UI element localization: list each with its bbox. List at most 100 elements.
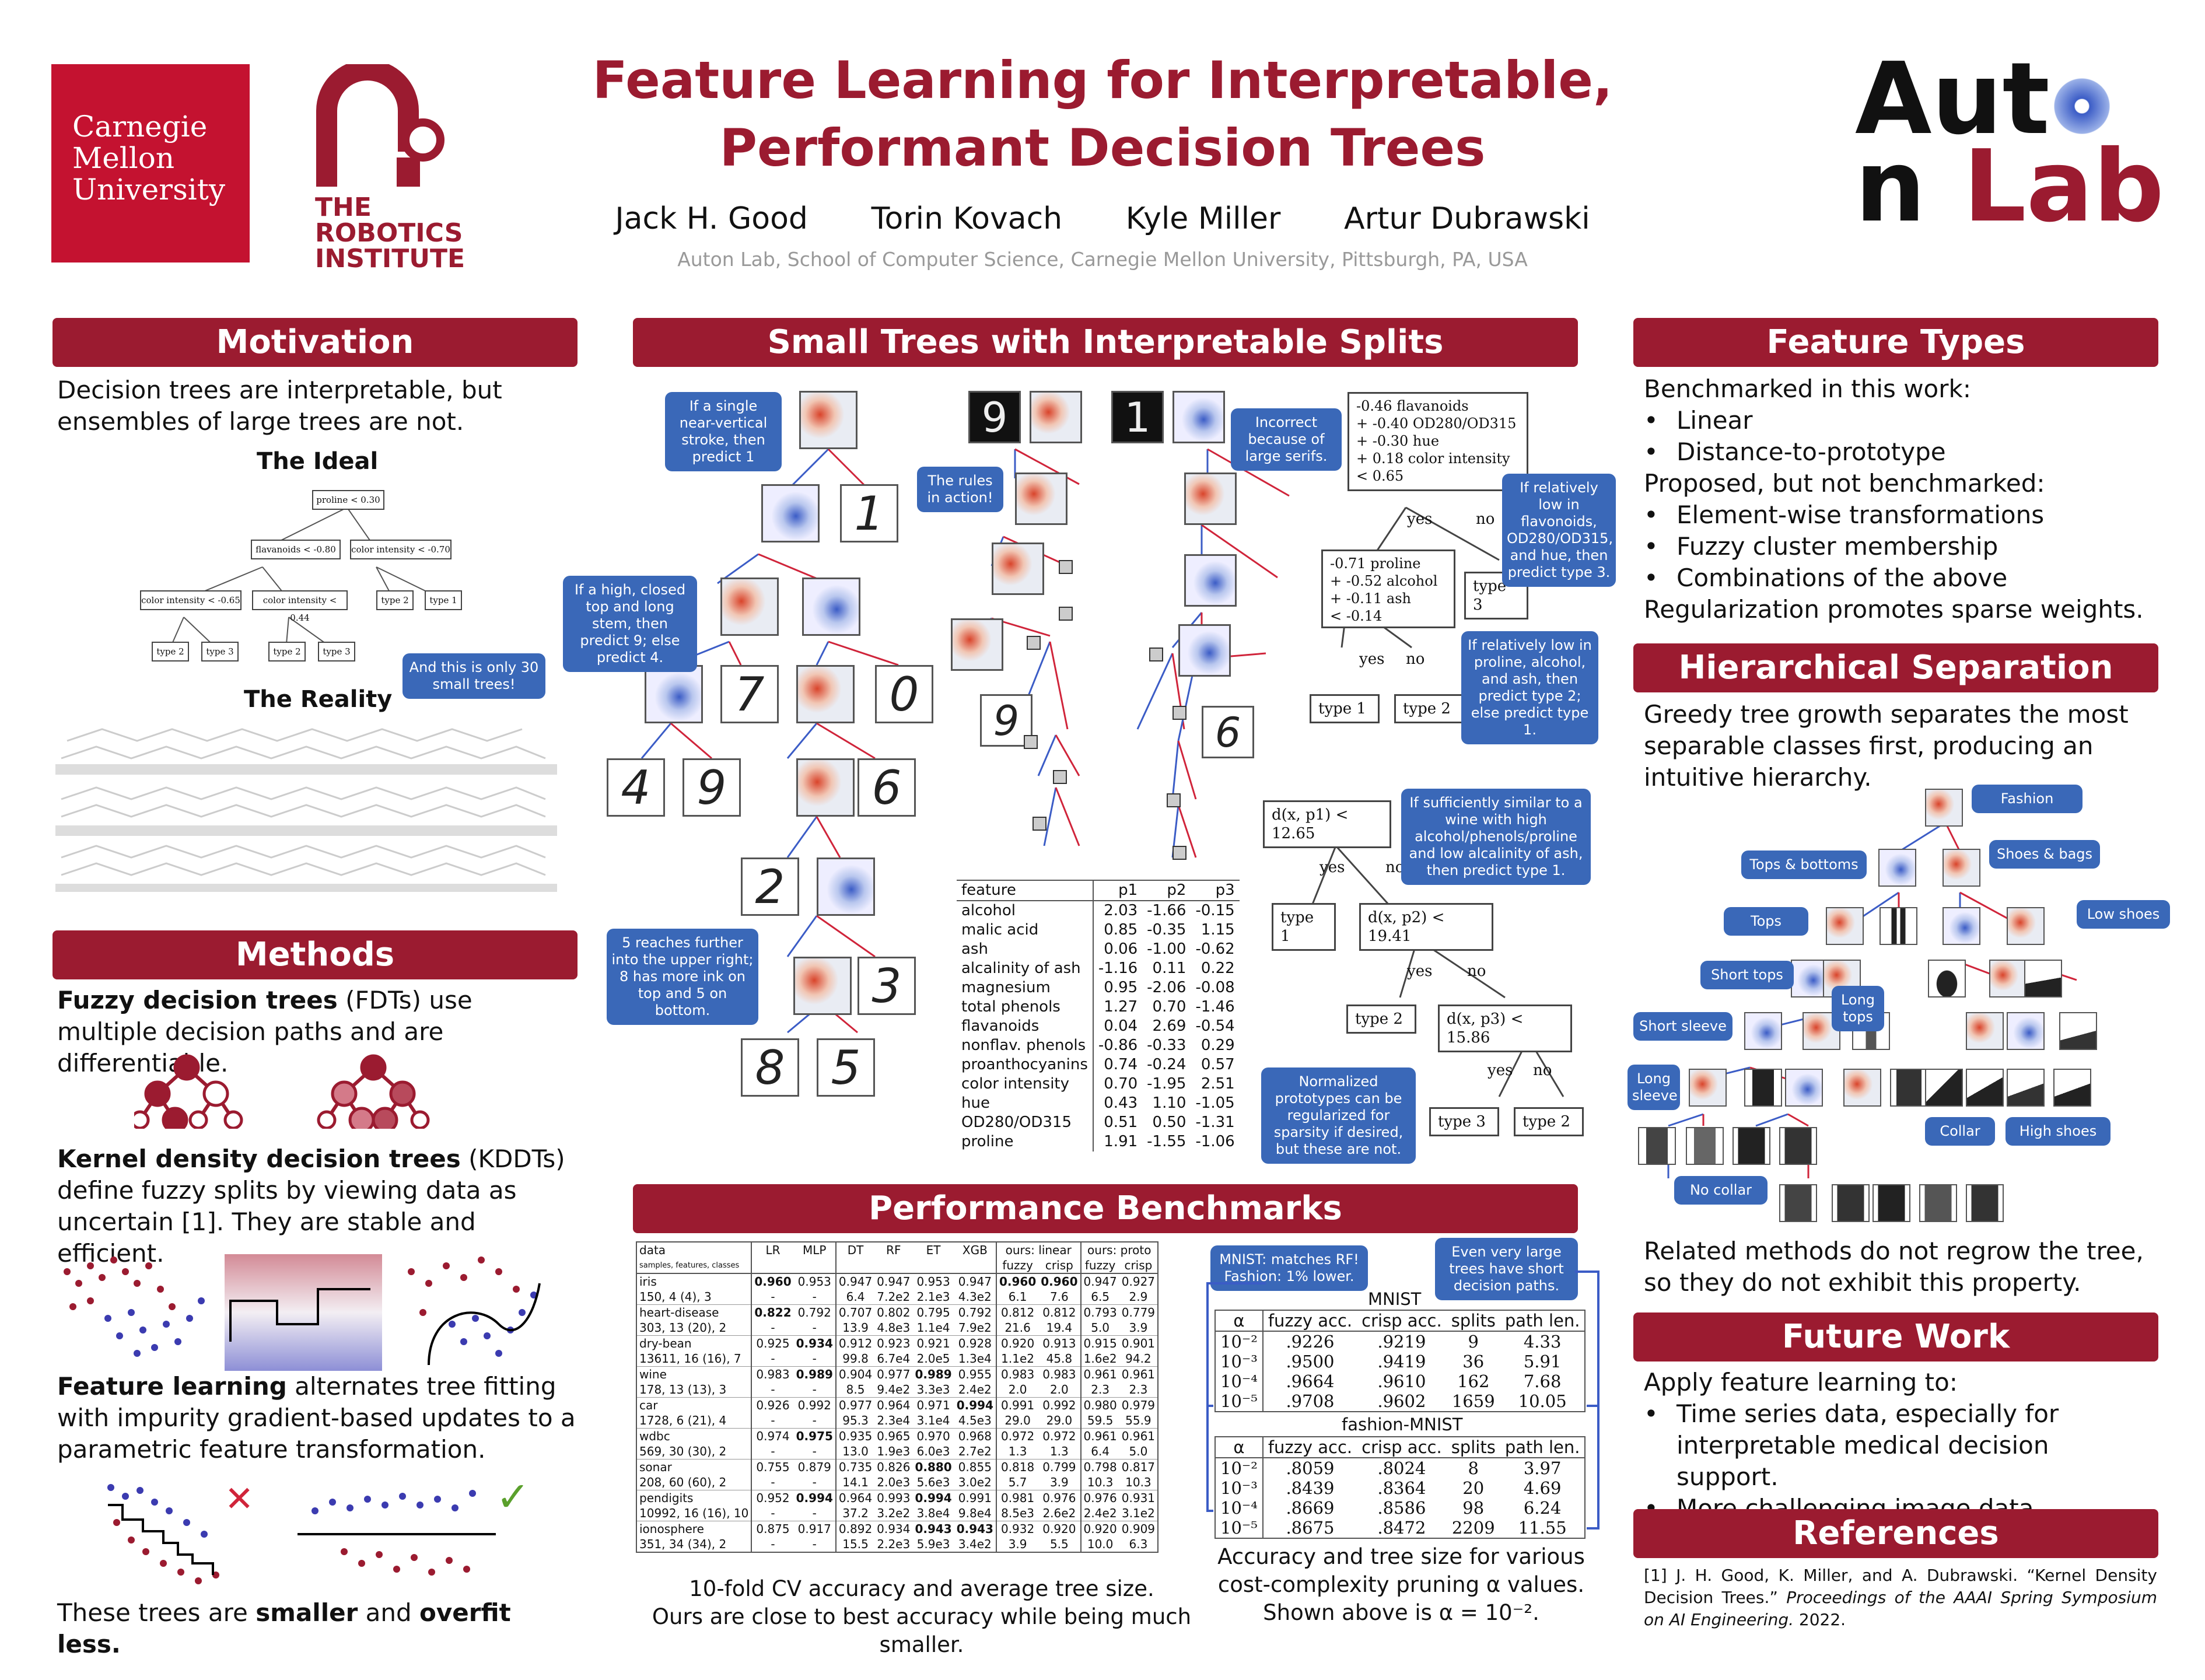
feat-col-header: feature bbox=[961, 881, 1016, 899]
feat-cell: -2.06 bbox=[1147, 979, 1186, 996]
bench-cell: - bbox=[812, 1352, 817, 1366]
bench-cell: 6.0e3 bbox=[916, 1444, 950, 1458]
feat-cell: 0.22 bbox=[1200, 960, 1235, 977]
bench-cell: 0.964 bbox=[877, 1398, 911, 1412]
bench-cell: 0.904 bbox=[835, 1366, 875, 1382]
bench-col-header: data bbox=[639, 1243, 666, 1257]
title-line-2: Performant Decision Trees bbox=[719, 118, 1486, 178]
bench-cell: 0.817 bbox=[1121, 1460, 1156, 1474]
feat-cell: 1.10 bbox=[1152, 1094, 1186, 1112]
bench-cell: 0.792 bbox=[797, 1306, 831, 1320]
poster-title: Feature Learning for Interpretable, Perf… bbox=[525, 47, 1680, 182]
shoe-icon bbox=[2024, 960, 2062, 998]
hierarchical-heading: Hierarchical Separation bbox=[1633, 643, 2158, 692]
auton-eye-icon bbox=[2049, 74, 2114, 138]
bench-cell: 3.1e4 bbox=[916, 1413, 950, 1427]
feat-cell: -0.35 bbox=[1147, 921, 1186, 939]
benchmarks-heading: Performance Benchmarks bbox=[633, 1184, 1578, 1233]
bench-cell: 0.961 bbox=[1080, 1366, 1119, 1382]
bench-sub-header: samples, features, classes bbox=[639, 1261, 740, 1270]
reference-1: [1] J. H. Good, K. Miller, and A. Dubraw… bbox=[1644, 1564, 2157, 1631]
bench-cell: 0.989 bbox=[915, 1367, 952, 1381]
mnist-caption: Accuracy and tree size for various cost-… bbox=[1214, 1543, 1588, 1627]
feat-cell: magnesium bbox=[961, 979, 1051, 996]
bench-cell: - bbox=[751, 1506, 794, 1521]
methods-heading: Methods bbox=[52, 930, 578, 979]
ideal-leaf-3: type 2 bbox=[268, 642, 306, 662]
fashion-cell: 3.97 bbox=[1523, 1458, 1562, 1478]
bench-cell: 0.992 bbox=[797, 1398, 831, 1412]
feat-cell: hue bbox=[961, 1094, 990, 1112]
fdt-term: Fuzzy decision trees bbox=[57, 986, 338, 1014]
mnist-cell: .9419 bbox=[1377, 1352, 1426, 1371]
bench-cell: 0.993 bbox=[877, 1491, 911, 1505]
ft-proposed-label: Proposed, but not benchmarked: bbox=[1644, 469, 2045, 498]
callout-low-flavonoids: If relatively low in flavonoids, OD280/O… bbox=[1502, 474, 1616, 587]
auton-lab-text: Lab bbox=[1963, 129, 2164, 244]
smaller-term: smaller bbox=[256, 1598, 358, 1627]
bench-cell: 0.992 bbox=[1042, 1398, 1076, 1412]
bench-cell: 2.0 bbox=[995, 1382, 1039, 1398]
bench-cell: 1.1e2 bbox=[995, 1351, 1039, 1367]
fuzzy-tree-icons bbox=[134, 1054, 430, 1129]
path-patch bbox=[1184, 554, 1237, 607]
motivation-heading: Motivation bbox=[52, 318, 578, 367]
bench-cell: 1.6e2 bbox=[1080, 1351, 1119, 1367]
bench-cell: 3.4e2 bbox=[958, 1537, 992, 1551]
bench-cell: 8.5 bbox=[835, 1382, 875, 1398]
bench-cell: 0.812 bbox=[1042, 1306, 1076, 1320]
mnist-cell: 9 bbox=[1468, 1332, 1479, 1352]
bench-cell: - bbox=[751, 1413, 794, 1429]
split-patch bbox=[720, 578, 779, 636]
feat-cell: 2.69 bbox=[1152, 1017, 1186, 1035]
fashion-col-header: crisp acc. bbox=[1362, 1437, 1442, 1457]
title-line-1: Feature Learning for Interpretable, bbox=[592, 50, 1613, 110]
mnist-cell: .9664 bbox=[1262, 1371, 1357, 1391]
mnist-caption-1: Accuracy and tree size for various cost-… bbox=[1217, 1544, 1585, 1597]
bench-cell: 1728, 6 (21), 4 bbox=[639, 1413, 727, 1427]
auton-logo-text-2: n bbox=[1855, 129, 1926, 244]
feat-cell: 0.11 bbox=[1152, 960, 1186, 977]
mnist-title: MNIST bbox=[1368, 1289, 1422, 1309]
mnist-cell: 36 bbox=[1462, 1352, 1485, 1371]
bench-cell: 0.707 bbox=[835, 1304, 875, 1320]
bench-cell: 0.917 bbox=[797, 1522, 831, 1536]
feat-cell: 0.29 bbox=[1200, 1037, 1235, 1054]
bench-cell: 5.0 bbox=[1129, 1444, 1148, 1458]
fashion-col-header: path len. bbox=[1504, 1437, 1580, 1457]
path-patch bbox=[951, 618, 1003, 671]
fashion-cell: .8586 bbox=[1377, 1498, 1426, 1518]
path-patch bbox=[1015, 473, 1068, 525]
label-long-tops: Long tops bbox=[1832, 986, 1884, 1031]
mnist-cell: .9610 bbox=[1377, 1371, 1426, 1391]
fashion-cell: .8059 bbox=[1262, 1458, 1357, 1478]
tshirt-icon bbox=[1686, 1127, 1724, 1165]
bench-cell: 6.7e4 bbox=[877, 1352, 911, 1366]
feat-cell: -1.06 bbox=[1195, 1133, 1235, 1150]
linear-type3-leaf: type 3 bbox=[1464, 572, 1528, 620]
mnist-cell: 5.91 bbox=[1523, 1352, 1562, 1371]
split-patch bbox=[799, 391, 858, 449]
bench-cell: 2.6e2 bbox=[1042, 1506, 1076, 1520]
author-2: Torin Kovach bbox=[871, 201, 1063, 236]
fashion-patch bbox=[1878, 849, 1916, 887]
fashion-cell: 20 bbox=[1462, 1478, 1485, 1498]
bench-cell: 0.892 bbox=[835, 1521, 875, 1536]
digit-leaf: 7 bbox=[720, 665, 779, 723]
bench-cell: 0.961 bbox=[1121, 1429, 1156, 1443]
smaller-prefix: These trees are bbox=[57, 1598, 256, 1627]
proto-low-node: d(x, p3) < 15.86 bbox=[1438, 1005, 1572, 1052]
feat-cell: 0.51 bbox=[1092, 1113, 1143, 1132]
bench-cell: 10.0 bbox=[1080, 1536, 1119, 1552]
fw-time-series: Time series data, especially for interpr… bbox=[1644, 1398, 2157, 1493]
bench-cell: 0.983 bbox=[751, 1366, 794, 1382]
